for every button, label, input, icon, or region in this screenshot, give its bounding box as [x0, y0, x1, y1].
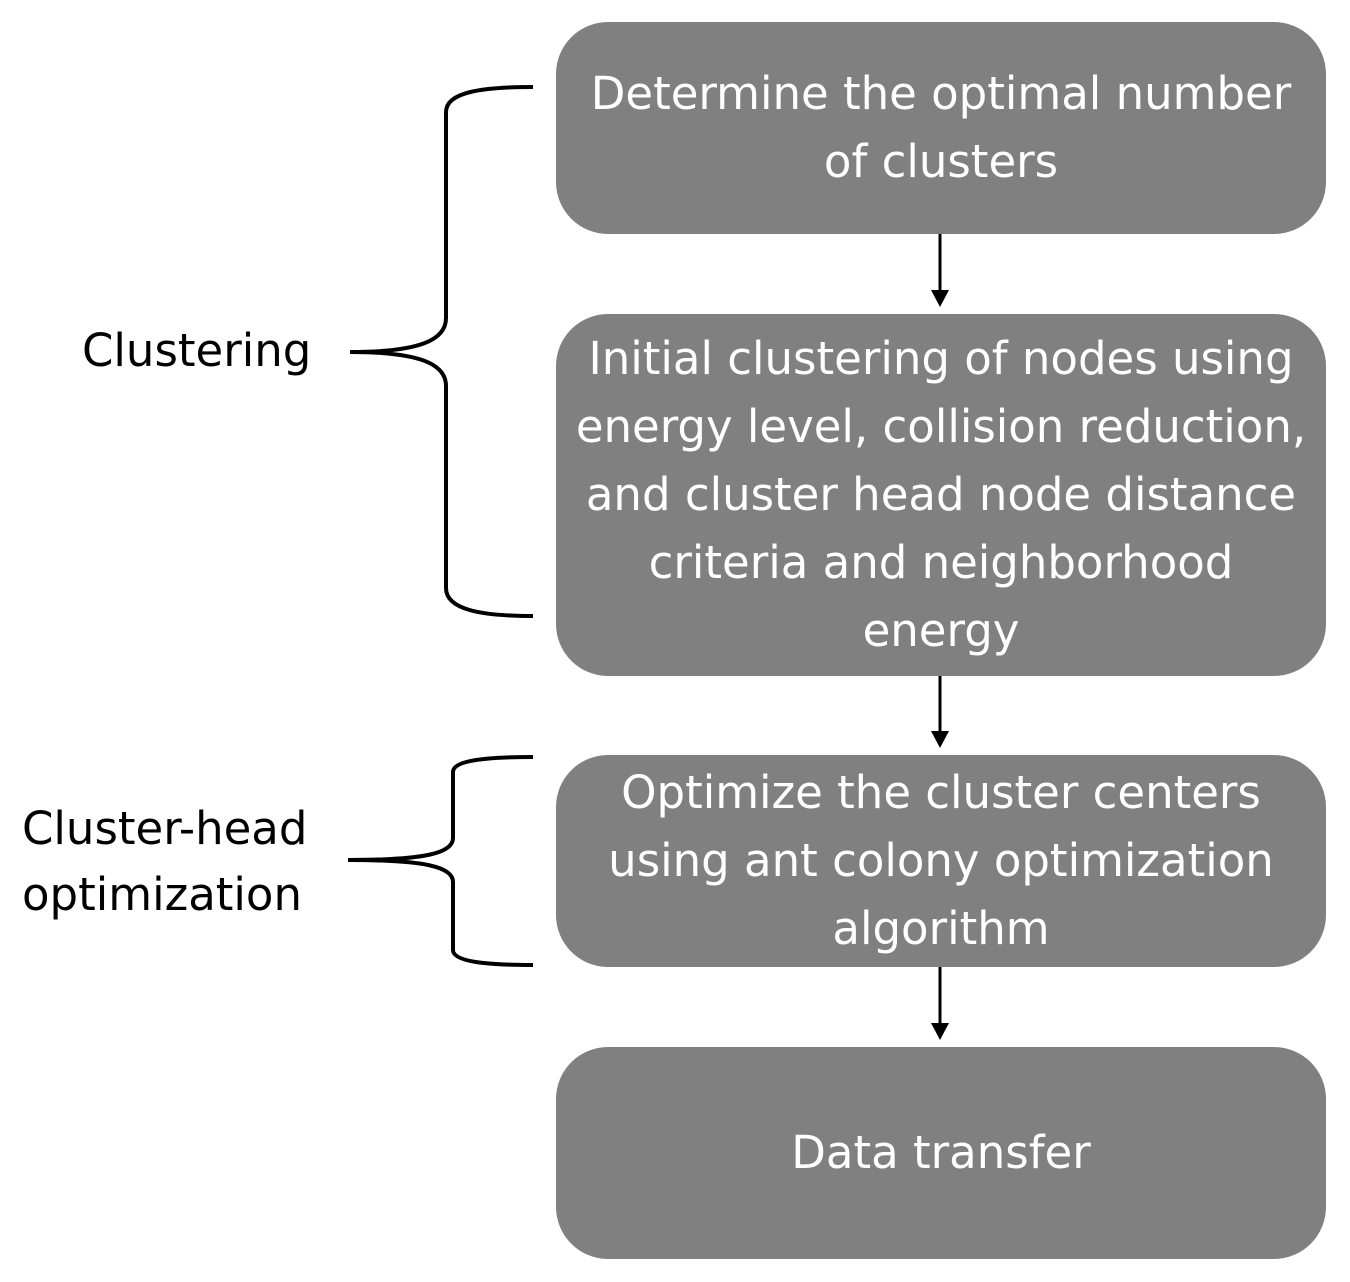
arrowhead-step3 — [931, 731, 949, 748]
arrowhead-step4 — [931, 1023, 949, 1040]
step-initial-clustering: Initial clustering of nodes using energy… — [556, 314, 1326, 676]
step-data-transfer: Data transfer — [556, 1047, 1326, 1259]
step-determine-clusters: Determine the optimal number of clusters — [556, 22, 1326, 234]
step-initial-clustering-label: Initial clustering of nodes using energy… — [575, 332, 1307, 657]
step-determine-clusters-label: Determine the optimal number of clusters — [590, 67, 1292, 188]
step-optimize-centers: Optimize the cluster centers using ant c… — [556, 755, 1326, 967]
group-label-clustering: Clustering — [82, 324, 312, 377]
brace-cluster-head — [347, 755, 534, 967]
arrowhead-step2 — [931, 290, 949, 307]
brace-clustering — [349, 85, 534, 618]
step-data-transfer-label: Data transfer — [791, 1126, 1091, 1179]
step-optimize-centers-label: Optimize the cluster centers using ant c… — [608, 766, 1274, 955]
group-label-cluster-head-optimization: Cluster-head optimization — [22, 802, 308, 921]
